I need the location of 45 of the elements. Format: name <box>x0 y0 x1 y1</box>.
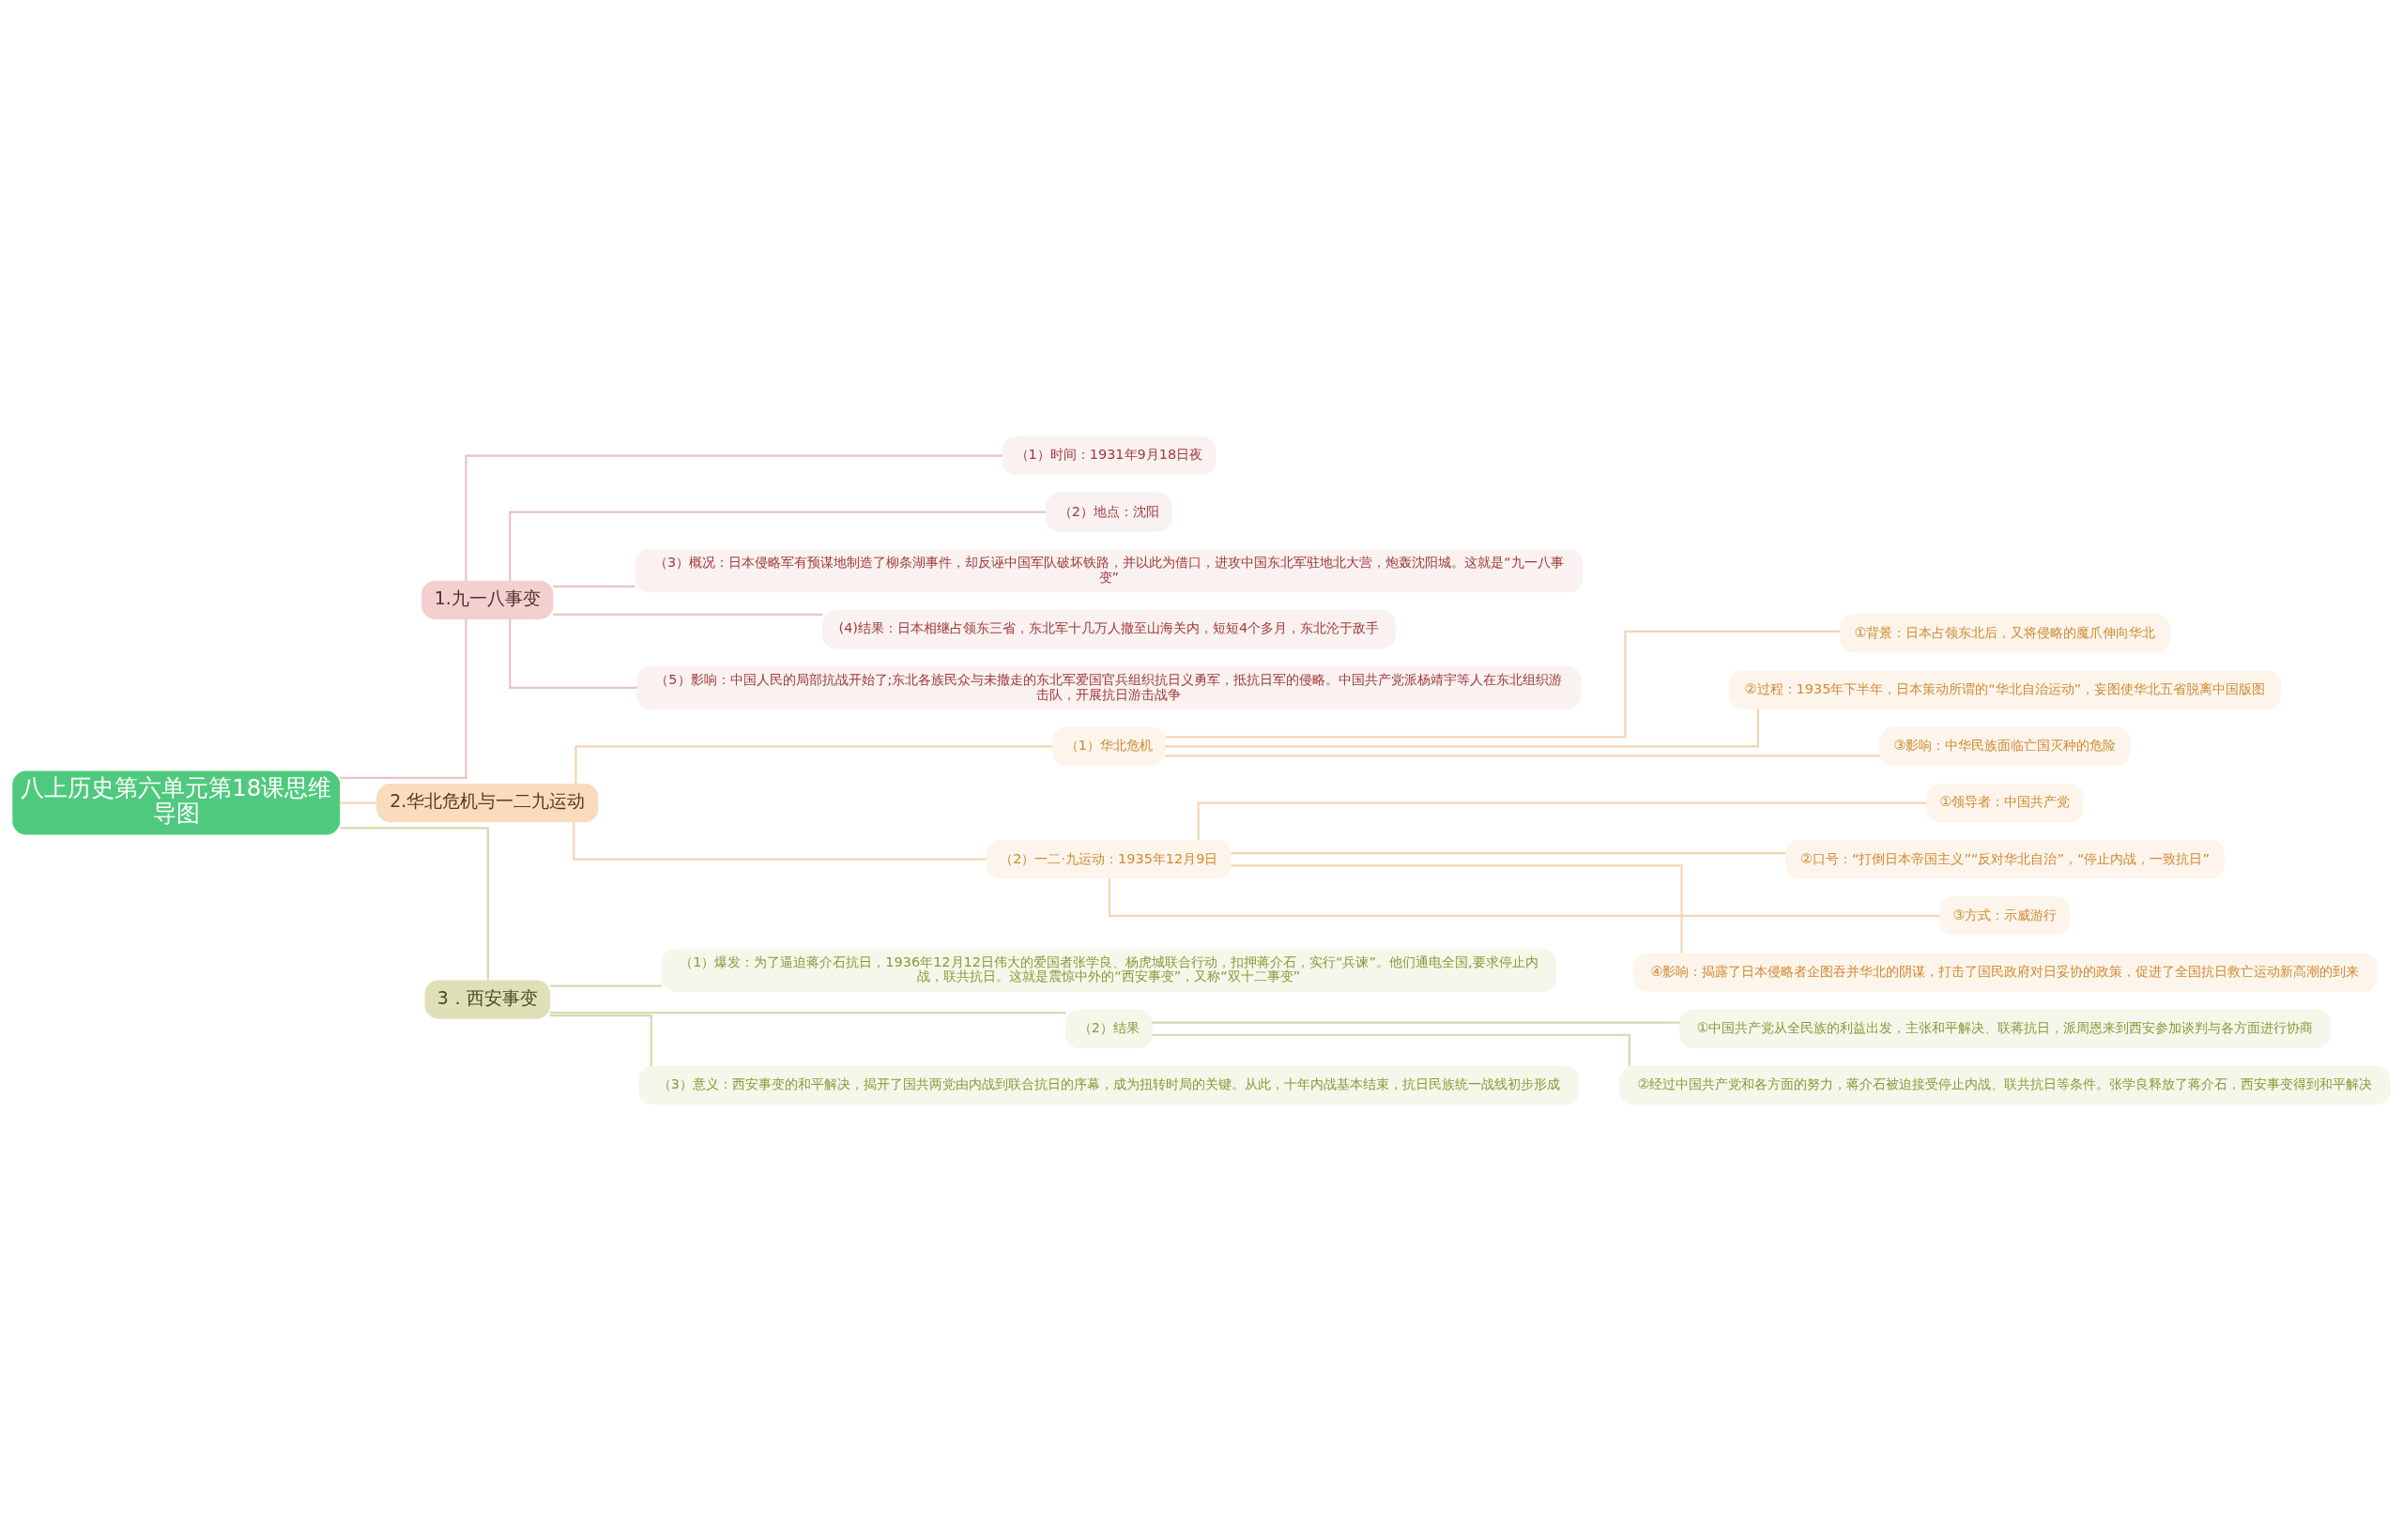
node-box: ①中国共产党从全民族的利益出发，主张和平解决、联蒋抗日，派周恩来到西安参加谈判与各方面进行协商 <box>1679 1009 2331 1048</box>
connector <box>549 1014 652 1066</box>
connector <box>340 826 489 981</box>
connector <box>465 453 1003 581</box>
node-box: （1）爆发：为了逼迫蒋介石抗日，1936年12月12日伟大的爱国者张学良、杨虎城联合行动，扣押蒋介石，实行“兵谏”。他们通电全国,要求停止内战，联共抗日。这就是震惊中外的“西安事变”，又称“双十二事变” <box>661 948 1556 992</box>
connector <box>1165 709 1760 747</box>
node-box: ②经过中国共产党和各方面的努力，蒋介石被迫接受停止内战、联共抗日等条件。张学良释放了蒋介石，西安事变得到和平解决 <box>1619 1065 2391 1105</box>
connector <box>1152 1033 1630 1066</box>
node-box: ②口号：“打倒日本帝国主义”“反对华北自治”，“停止内战，一致抗日” <box>1784 839 2226 878</box>
node-box: 八上历史第六单元第18课思维导图 <box>12 770 341 835</box>
connector <box>549 1011 1066 1014</box>
connector <box>1108 877 1940 917</box>
node-box: （3）概况：日本侵略军有预谋地制造了柳条湖事件，却反诬中国军队破坏铁路，并以此为借口，进攻中国东北军驻地北大营，炮轰沈阳城。这就是“九一八事变” <box>635 548 1584 592</box>
node-box: ②过程：1935年下半年，日本策动所谓的“华北自治运动”，妄图使华北五省脱离中国版图 <box>1728 670 2282 709</box>
node-box: （3）意义：西安事变的和平解决，揭开了国共两党由内战到联合抗日的序幕，成为扭转时局的关键。从此，十年内战基本结束，抗日民族统一战线初步形成 <box>638 1065 1580 1105</box>
connector <box>1165 630 1841 738</box>
connector <box>509 511 1047 581</box>
connector <box>549 984 663 987</box>
connector <box>1165 754 1880 756</box>
node-box: ①领导者：中国共产党 <box>1926 783 2084 822</box>
connector <box>1231 863 1683 953</box>
node-box: 1.九一八事变 <box>421 580 554 619</box>
connector <box>1231 851 1786 854</box>
connector <box>339 800 377 804</box>
node-box: （1）华北危机 <box>1052 726 1166 766</box>
node-box: (4)结果：日本相继占领东三省，东北军十几万人撤至山海关内，短短4个多月，东北沦于敌手 <box>821 609 1396 648</box>
node-box: ④影响：揭露了日本侵略者企图吞并华北的阴谋，打击了国民政府对日妥协的政策，促进了全国抗日救亡运动新高潮的到来 <box>1632 953 2378 992</box>
connector <box>553 613 823 616</box>
node-box: （2）一二·九运动：1935年12月9日 <box>986 839 1232 878</box>
node-box: （1）时间：1931年9月18日夜 <box>1002 435 1217 475</box>
connector <box>339 618 467 779</box>
node-box: ③影响：中华民族面临亡国灭种的危险 <box>1879 726 2131 766</box>
connector <box>573 821 987 861</box>
node-box: ①背景：日本占领东北后，又将侵略的魔爪伸向华北 <box>1839 613 2171 653</box>
node-box: 2.华北危机与一二九运动 <box>376 783 599 822</box>
connector <box>1152 1021 1680 1024</box>
node-box: 3．西安事变 <box>424 979 551 1019</box>
connector <box>574 744 1053 784</box>
connector <box>1197 800 1927 840</box>
node-box: ③方式：示威游行 <box>1939 895 2071 936</box>
node-box: （2）地点：沈阳 <box>1045 492 1172 531</box>
connector <box>509 618 637 689</box>
node-box: （5）影响：中国人民的局部抗战开始了;东北各族民众与未撤走的东北军爱国官兵组织抗日义勇军，抵抗日军的侵略。中国共产党派杨靖宇等人在东北组织游击队，开展抗日游击战争 <box>636 665 1582 709</box>
connector <box>553 585 635 587</box>
node-box: （2）结果 <box>1065 1009 1153 1048</box>
